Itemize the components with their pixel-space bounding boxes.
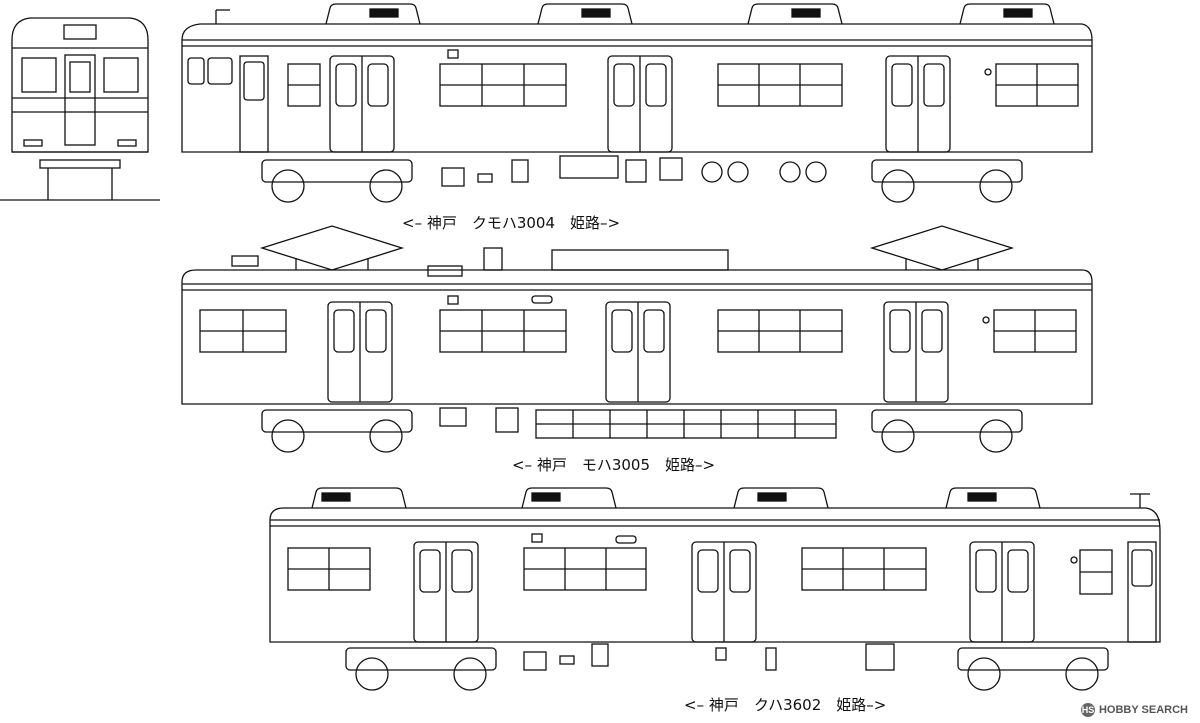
hobby-search-logo-icon: HS xyxy=(1080,703,1095,717)
watermark: HS HOBBY SEARCH xyxy=(1080,703,1188,717)
car3-caption: <– 神戸 クハ3602 姫路–> xyxy=(684,696,886,714)
car1-caption: <– 神戸 クモハ3004 姫路–> xyxy=(402,214,620,232)
car-kuha-3602 xyxy=(269,487,1161,691)
car-kumoha-3004 xyxy=(181,3,1093,203)
watermark-text: HOBBY SEARCH xyxy=(1098,704,1188,716)
car2-caption: <– 神戸 モハ3005 姫路–> xyxy=(512,456,715,474)
car-moha-3005 xyxy=(181,225,1093,453)
front-view xyxy=(0,17,160,201)
